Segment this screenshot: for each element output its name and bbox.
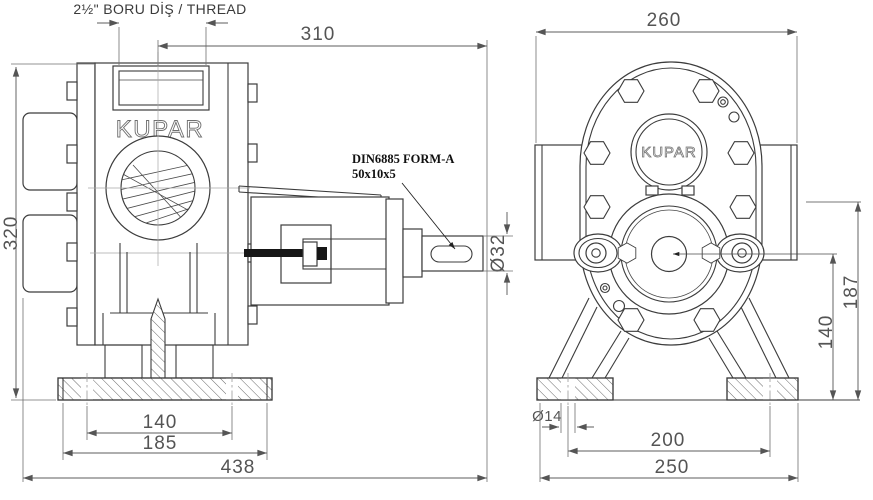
dim-200: 200 [651,430,686,451]
dim-shaft-dia: Ø32 [488,234,509,273]
brand-logo-front: KUPAR [641,144,697,161]
dim-140-side: 140 [143,412,178,433]
front-view: KUPAR [532,10,862,482]
keyway-leader [401,182,456,250]
front-view-dimensions: 260 187 140 Ø14 200 250 [532,10,862,482]
relief-valve-screw [244,249,304,257]
dim-185: 185 [143,433,178,454]
side-view-dimensions: 2½" BORU DİŞ / THREAD 310 320 DIN6885 FO… [1,0,513,482]
dim-310: 310 [301,24,336,45]
dim-250: 250 [655,457,690,478]
mounting-ears [573,233,765,273]
left-flange [66,62,96,346]
thread-label: 2½" BORU DİŞ / THREAD [73,0,246,17]
plug-holes [599,96,740,313]
front-ports [534,144,798,261]
drive-shaft [421,235,484,272]
dim-140-front: 140 [816,315,837,350]
side-view: KUPAR [1,0,513,482]
top-port-boss [112,65,210,111]
shaft-shoulder [402,228,423,278]
dim-260: 260 [647,10,682,31]
keyway-note-1: DIN6885 FORM-A [352,152,454,166]
dim-hole-dia: Ø14 [532,408,562,425]
front-base-feet [536,373,860,406]
bearing-housing [238,185,484,306]
dim-187: 187 [841,275,862,310]
side-base-plate [57,373,273,406]
dim-438: 438 [221,457,256,478]
logo-badge: KUPAR [630,113,708,196]
support-legs [548,297,790,379]
keyway-note-2: 50x10x5 [352,167,396,181]
dim-320: 320 [1,216,22,251]
